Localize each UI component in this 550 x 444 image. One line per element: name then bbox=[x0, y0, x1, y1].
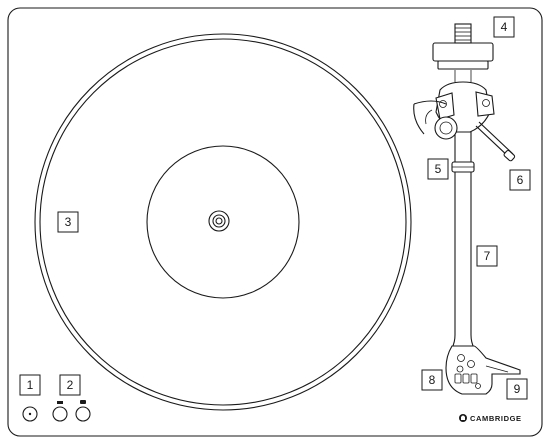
callout-2: 2 bbox=[59, 374, 81, 396]
cue-lever bbox=[475, 121, 514, 159]
callout-3-label: 3 bbox=[65, 215, 72, 229]
brand-logo: CAMBRIDGE bbox=[459, 414, 522, 423]
spindle-icon bbox=[215, 217, 223, 225]
speed-45-button[interactable] bbox=[75, 406, 91, 422]
callout-3: 3 bbox=[57, 211, 79, 233]
brand-name: CAMBRIDGE bbox=[470, 414, 522, 423]
callout-4: 4 bbox=[493, 16, 515, 38]
callout-1: 1 bbox=[19, 374, 41, 396]
speed-33-button[interactable] bbox=[52, 406, 68, 422]
callout-5-label: 5 bbox=[435, 162, 442, 176]
callout-7-label: 7 bbox=[484, 249, 491, 263]
counterweight bbox=[432, 42, 494, 62]
spindle-mid bbox=[212, 214, 226, 228]
callout-6-label: 6 bbox=[517, 173, 524, 187]
callout-9-label: 9 bbox=[514, 382, 521, 396]
front-controls bbox=[22, 400, 91, 422]
counterweight-thread bbox=[454, 23, 472, 44]
callout-8: 8 bbox=[421, 369, 443, 391]
platter-outer-rim bbox=[34, 33, 412, 411]
callout-8-label: 8 bbox=[429, 373, 436, 387]
speed-45-marker-icon bbox=[80, 400, 86, 404]
callout-5: 5 bbox=[427, 158, 449, 180]
callout-4-label: 4 bbox=[501, 20, 508, 34]
speed-33-marker bbox=[57, 401, 63, 404]
platter-inner-rim bbox=[39, 38, 407, 406]
arm-lift-right bbox=[475, 91, 495, 117]
callout-2-label: 2 bbox=[67, 378, 74, 392]
power-indicator-icon bbox=[28, 412, 32, 416]
callout-1-label: 1 bbox=[27, 378, 34, 392]
callout-6: 6 bbox=[509, 169, 531, 191]
lift-pivot-icon bbox=[434, 116, 458, 140]
record-label-area bbox=[146, 145, 300, 299]
platter bbox=[34, 33, 412, 411]
callout-9: 9 bbox=[506, 378, 528, 400]
power-button[interactable] bbox=[22, 406, 38, 422]
spindle-outer bbox=[208, 210, 230, 232]
bias-arc bbox=[413, 100, 447, 135]
turntable-plinth bbox=[7, 7, 543, 437]
arm-lift-left bbox=[435, 92, 455, 120]
tonearm-assembly bbox=[413, 23, 521, 395]
callout-7: 7 bbox=[476, 245, 498, 267]
